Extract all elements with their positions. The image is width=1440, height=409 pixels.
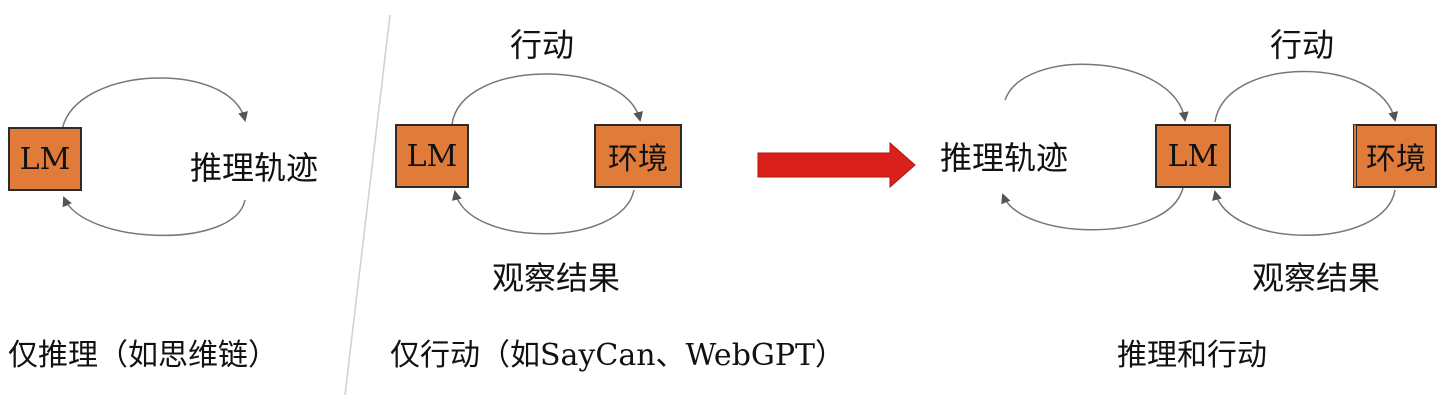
reasoning-loop-bottom-arrow-3 [1001,187,1184,231]
lm-label: LM [1167,138,1219,174]
action-label: 行动 [1270,26,1335,64]
action-loop-arrow [451,73,643,125]
caption-action-only: 仅行动（如SayCan、WebGPT） [390,338,846,373]
caption-reasoning-and-action: 推理和行动 [1117,338,1267,373]
reasoning-trace-label: 推理轨迹 [190,149,319,187]
lm-label: LM [19,141,71,177]
lm-label: LM [406,138,458,174]
reasoning-loop-top-arrow [61,77,248,131]
environment-box: 环境 [1353,124,1437,188]
environment-label: 环境 [608,142,668,177]
caption-reasoning-only: 仅推理（如思维链） [8,338,278,373]
action-label: 行动 [510,26,575,64]
observation-label: 观察结果 [1252,259,1381,297]
environment-box: 环境 [594,124,682,188]
transition-arrow [757,141,916,189]
observation-loop-arrow-3 [1212,189,1396,236]
action-loop-arrow-3 [1214,70,1399,123]
observation-label: 观察结果 [492,259,621,297]
lm-box: LM [395,124,469,188]
environment-label: 环境 [1366,142,1426,177]
reasoning-trace-label: 推理轨迹 [940,139,1069,177]
lm-box: LM [1155,124,1231,188]
reasoning-loop-top-arrow-3 [1004,63,1189,122]
lm-box: LM [8,127,82,191]
panel-divider [344,14,391,396]
observation-loop-arrow [451,189,635,235]
reasoning-loop-bottom-arrow [62,196,246,237]
